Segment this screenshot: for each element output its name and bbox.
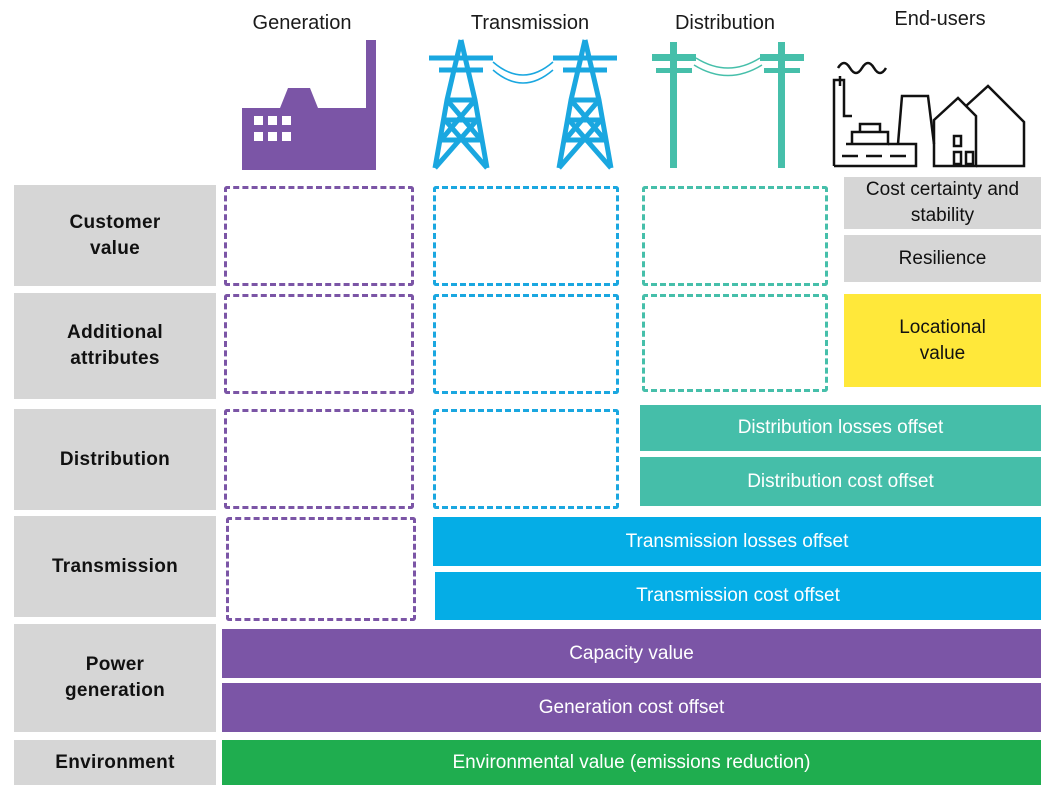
bar-capacity-value: Capacity value [222, 629, 1041, 678]
bar-distribution-losses-offset: Distribution losses offset [640, 405, 1041, 451]
column-header-end-users: End-users [894, 8, 986, 30]
placeholder-transmission-distribution [433, 409, 619, 509]
placeholder-transmission-additional-attributes [433, 294, 619, 394]
bar-distribution-cost-offset: Distribution cost offset [640, 457, 1041, 506]
placeholder-distribution-customer-value [642, 186, 828, 286]
placeholder-transmission-customer-value [433, 186, 619, 286]
column-header-distribution: Distribution [674, 12, 776, 34]
placeholder-generation-transmission [226, 517, 416, 621]
buildings-icon [832, 61, 1026, 168]
row-label-transmission: Transmission [14, 516, 216, 617]
column-header-generation: Generation [252, 12, 352, 34]
placeholder-generation-additional-attributes [224, 294, 414, 394]
bar-transmission-cost-offset: Transmission cost offset [435, 572, 1041, 620]
bar-locational-value: Locational value [844, 294, 1041, 387]
bar-cost-certainty: Cost certainty and stability [844, 177, 1041, 229]
bar-generation-cost-offset: Generation cost offset [222, 683, 1041, 732]
factory-icon [242, 40, 376, 170]
bar-environmental-value: Environmental value (emissions reduction… [222, 740, 1041, 785]
row-label-additional-attributes: Additional attributes [14, 293, 216, 399]
placeholder-distribution-additional-attributes [642, 294, 828, 392]
column-header-transmission: Transmission [470, 12, 590, 34]
bar-resilience: Resilience [844, 235, 1041, 282]
placeholder-generation-distribution [224, 409, 414, 509]
row-label-customer-value: Customer value [14, 185, 216, 286]
row-label-power-generation: Power generation [14, 624, 216, 732]
bar-transmission-losses-offset: Transmission losses offset [433, 517, 1041, 566]
transmission-tower-icon [429, 39, 617, 170]
row-label-distribution: Distribution [14, 409, 216, 510]
utility-pole-icon [652, 42, 804, 168]
row-label-environment: Environment [14, 740, 216, 785]
placeholder-generation-customer-value [224, 186, 414, 286]
